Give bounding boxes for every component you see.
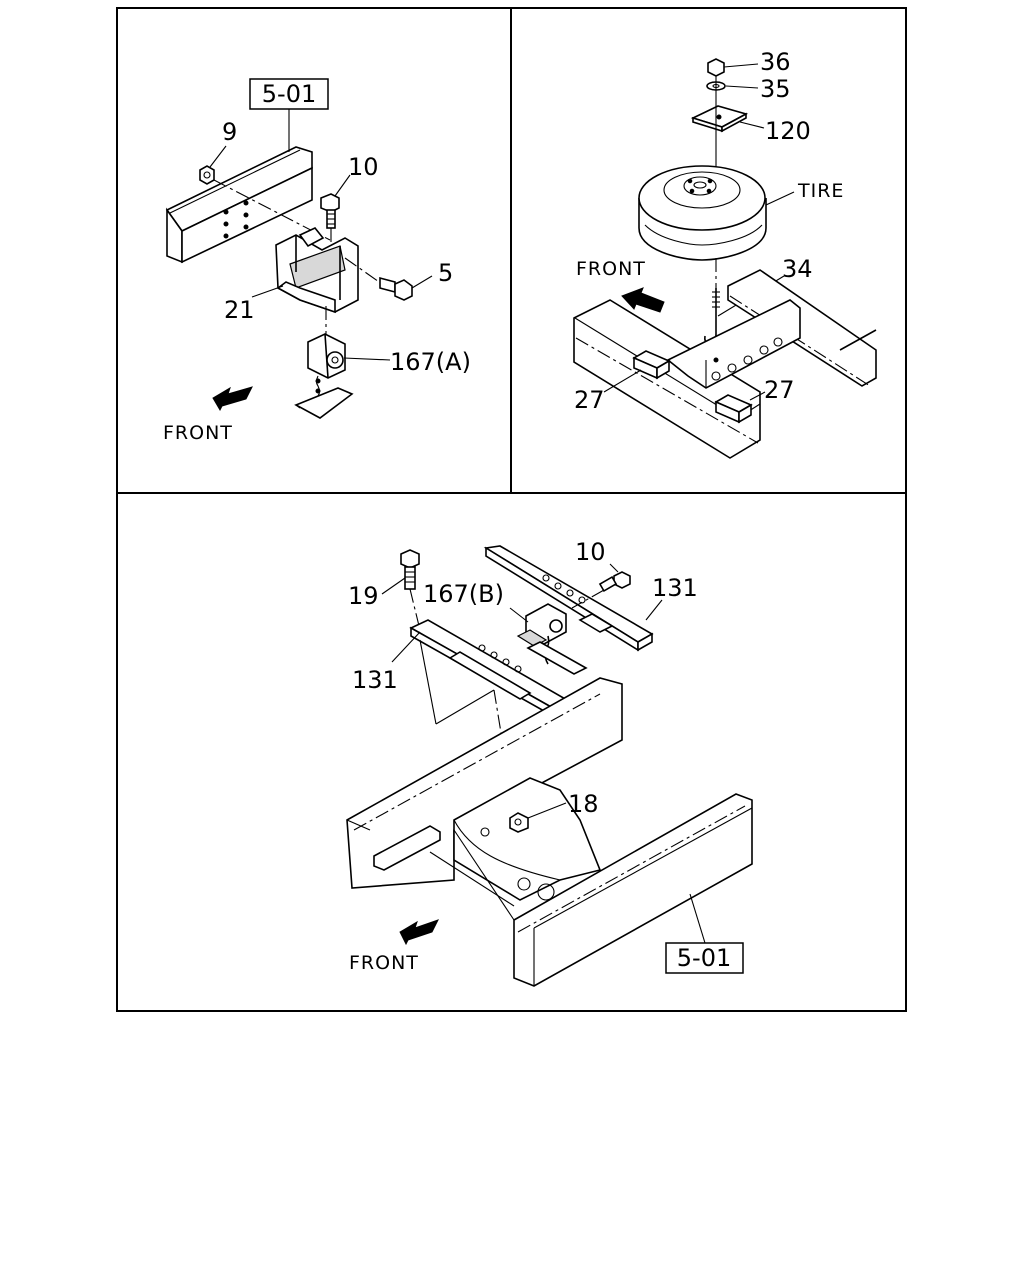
front-label-bottom: FRONT (349, 952, 419, 974)
front-label-top-left: FRONT (163, 422, 233, 444)
panel-winch-mounting: 19 131 131 (346, 538, 753, 987)
callout-27-left: 27 (574, 386, 605, 414)
front-arrow-bottom: FRONT (349, 919, 439, 974)
washer-35: 35 (706, 75, 791, 103)
callout-34: 34 (782, 255, 813, 283)
ref-box-5-01: 5-01 (249, 78, 329, 152)
ref-box-5-01-bottom: 5-01 (665, 893, 744, 974)
panel-spare-tire: 36 35 120 T (573, 48, 877, 459)
callout-35: 35 (760, 75, 791, 103)
callout-19: 19 (348, 582, 379, 610)
panel-hanger-assembly: 5-01 9 10 (163, 78, 471, 444)
frame-rails-rear (573, 269, 877, 459)
callout-21: 21 (224, 296, 255, 324)
front-arrow-top-left: FRONT (163, 386, 253, 444)
ref-box-bottom-label: 5-01 (677, 944, 731, 972)
callout-131-left: 131 (352, 666, 398, 694)
callout-5: 5 (438, 259, 453, 287)
bolt-5: 5 (344, 257, 453, 301)
callout-27-right: 27 (764, 376, 795, 404)
bolt-10-bottom: 10 (571, 538, 631, 609)
callout-131-right: 131 (652, 574, 698, 602)
plate-120: 120 (690, 105, 811, 145)
callout-167a: 167(A) (390, 348, 471, 376)
winch-167a: 167(A) (294, 306, 471, 419)
winch-167b: 167(B) (423, 580, 588, 675)
bolt-10: 10 (320, 153, 379, 262)
callout-18: 18 (568, 790, 599, 818)
hook-34: 34 (704, 255, 813, 346)
callout-9: 9 (222, 118, 237, 146)
ref-box-label: 5-01 (262, 80, 316, 108)
bolt-19: 19 (348, 549, 421, 631)
chassis-frame (346, 677, 753, 987)
block-27-right: 27 (714, 376, 795, 424)
callout-36: 36 (760, 48, 791, 76)
front-label-top-right: FRONT (576, 258, 646, 280)
spare-tire: TIRE (638, 165, 844, 261)
callout-120: 120 (765, 117, 811, 145)
front-arrow-top-right: FRONT (576, 258, 665, 313)
frame-rail (165, 146, 313, 264)
nut-36: 36 (707, 48, 791, 77)
hanger-bracket-21: 21 (224, 227, 359, 324)
diagram-frame (116, 7, 907, 1012)
nut-18: 18 (509, 790, 599, 833)
callout-167b: 167(B) (423, 580, 504, 608)
callout-10: 10 (348, 153, 379, 181)
callout-tire: TIRE (797, 180, 844, 202)
callout-10-bottom: 10 (575, 538, 606, 566)
bracket-131-right: 131 (483, 545, 698, 652)
block-27-left: 27 (574, 350, 671, 414)
